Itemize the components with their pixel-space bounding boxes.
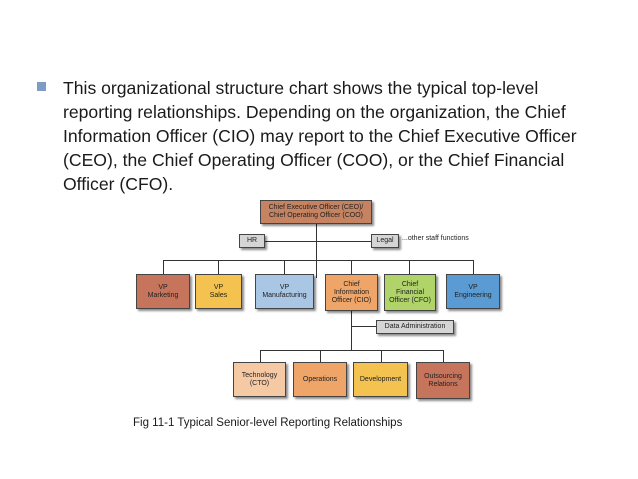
connector (351, 260, 352, 274)
connector (320, 350, 321, 362)
connector (260, 350, 443, 351)
connector (443, 350, 444, 362)
hr-box: HR (239, 234, 265, 248)
connector (163, 260, 164, 274)
connector (260, 350, 261, 362)
cio-box: Chief Information Officer (CIO) (325, 274, 378, 311)
vp-manufacturing-box: VP Manufacturing (255, 274, 314, 309)
connector (218, 260, 219, 274)
connector (163, 260, 473, 261)
connector (265, 241, 371, 242)
connector (351, 311, 352, 350)
connector (351, 326, 376, 327)
figure-caption: Fig 11-1 Typical Senior-level Reporting … (133, 417, 403, 429)
legal-box: Legal (371, 234, 399, 248)
vp-marketing-box: VP Marketing (136, 274, 190, 309)
connector (316, 224, 317, 278)
development-box: Development (353, 362, 408, 397)
vp-sales-box: VP Sales (195, 274, 242, 309)
technology-cto-box: Technology (CTO) (233, 362, 286, 397)
cfo-box: Chief Financial Officer (CFO) (384, 274, 436, 311)
connector (473, 260, 474, 274)
connector (381, 350, 382, 362)
operations-box: Operations (293, 362, 347, 397)
outsourcing-relations-box: Outsourcing Relations (416, 362, 470, 399)
connector (409, 260, 410, 274)
bullet-square-icon (37, 82, 46, 91)
data-administration-box: Data Administration (376, 320, 454, 334)
bullet-paragraph: This organizational structure chart show… (63, 78, 577, 194)
ceo-coo-box: Chief Executive Officer (CEO)/ Chief Ope… (260, 200, 372, 224)
connector (284, 260, 285, 274)
other-staff-functions-label: ...other staff functions (402, 235, 469, 242)
vp-engineering-box: VP Engineering (446, 274, 500, 309)
